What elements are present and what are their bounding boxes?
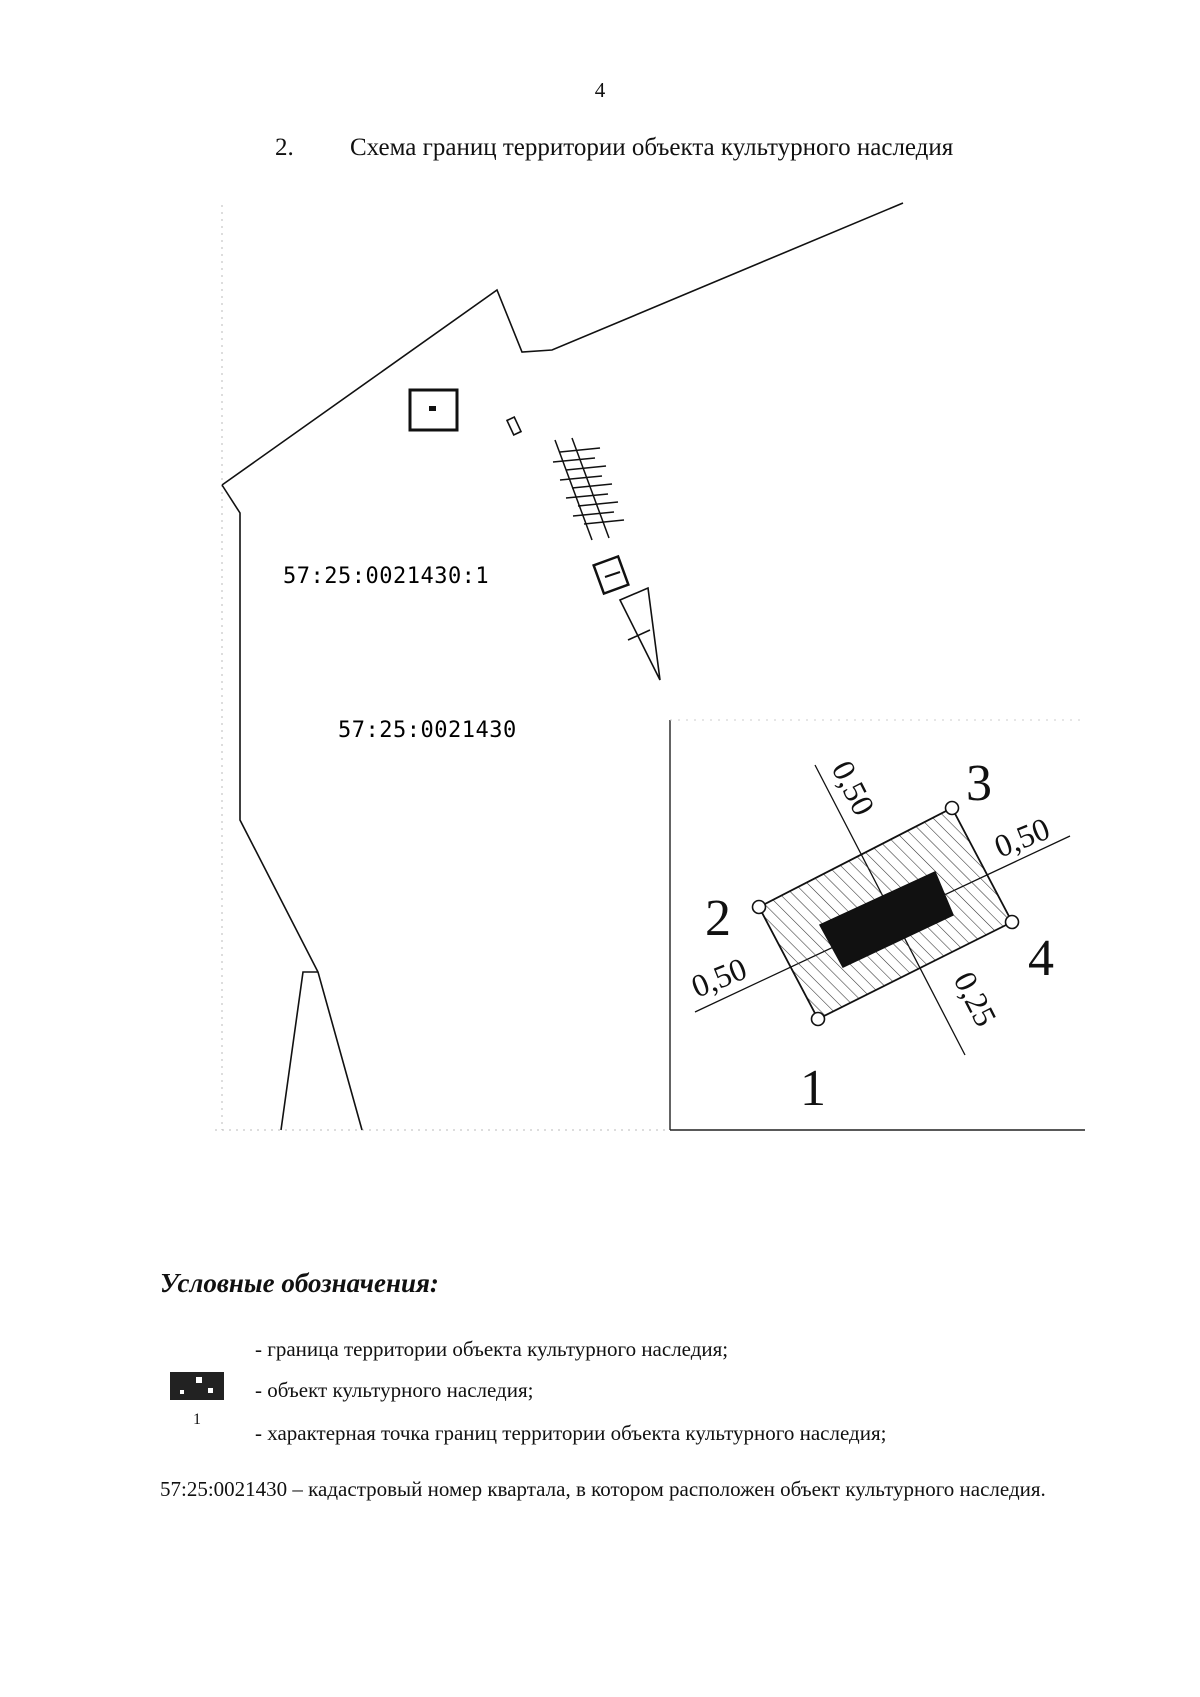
boundary-points — [751, 800, 1020, 1027]
parcel-boundary — [221, 202, 904, 486]
section-title: Схема границ территории объекта культурн… — [350, 134, 954, 161]
dimension-label-top: 0,50 — [825, 755, 882, 821]
point-label-3: 3 — [966, 755, 992, 812]
point-label-1: 1 — [800, 1060, 826, 1117]
quarter-boundary-inner — [280, 971, 318, 1131]
triangular-structure — [618, 586, 661, 681]
legend-item-boundary: - граница территории объекта культурного… — [255, 1337, 729, 1361]
point-label-4: 4 — [1028, 930, 1054, 987]
boundary-point-4 — [1004, 914, 1020, 930]
legend-object-symbol — [170, 1372, 224, 1400]
legend-point-symbol: 1 — [193, 1411, 201, 1428]
boundary-point-1 — [810, 1011, 826, 1027]
fence-structure — [552, 437, 625, 541]
outbuilding — [592, 554, 630, 596]
dimension-label-left: 0,50 — [686, 950, 751, 1004]
dimension-label-right: 0,50 — [989, 810, 1054, 864]
quarter-label: 57:25:0021430 — [338, 718, 517, 743]
small-structure — [505, 415, 523, 437]
heritage-object — [818, 870, 954, 968]
legend-item-object: - объект культурного наследия; — [255, 1378, 534, 1402]
inset-frame — [669, 719, 1085, 1131]
dimension-label-bottom: 0,25 — [947, 966, 1004, 1032]
point-label-2: 2 — [705, 890, 731, 947]
page-number: 4 — [594, 78, 606, 102]
legend-title: Условные обозначения: — [160, 1268, 439, 1298]
cadastral-description: – кадастровый номер квартала, в котором … — [287, 1477, 1046, 1501]
boundary-point-3 — [944, 800, 960, 816]
quarter-boundary-left — [221, 484, 363, 1131]
map-frame — [215, 205, 1085, 1131]
cadastral-code: 57:25:0021430 — [160, 1477, 288, 1501]
small-building — [408, 388, 459, 432]
boundary-point-2 — [751, 899, 767, 915]
legend-item-point: - характерная точка границ территории об… — [255, 1421, 887, 1445]
section-number: 2. — [275, 134, 294, 161]
parcel-label: 57:25:0021430:1 — [283, 564, 489, 589]
legend-item-cadastral: 57:25:0021430 – кадастровый номер кварта… — [160, 1465, 1100, 1513]
